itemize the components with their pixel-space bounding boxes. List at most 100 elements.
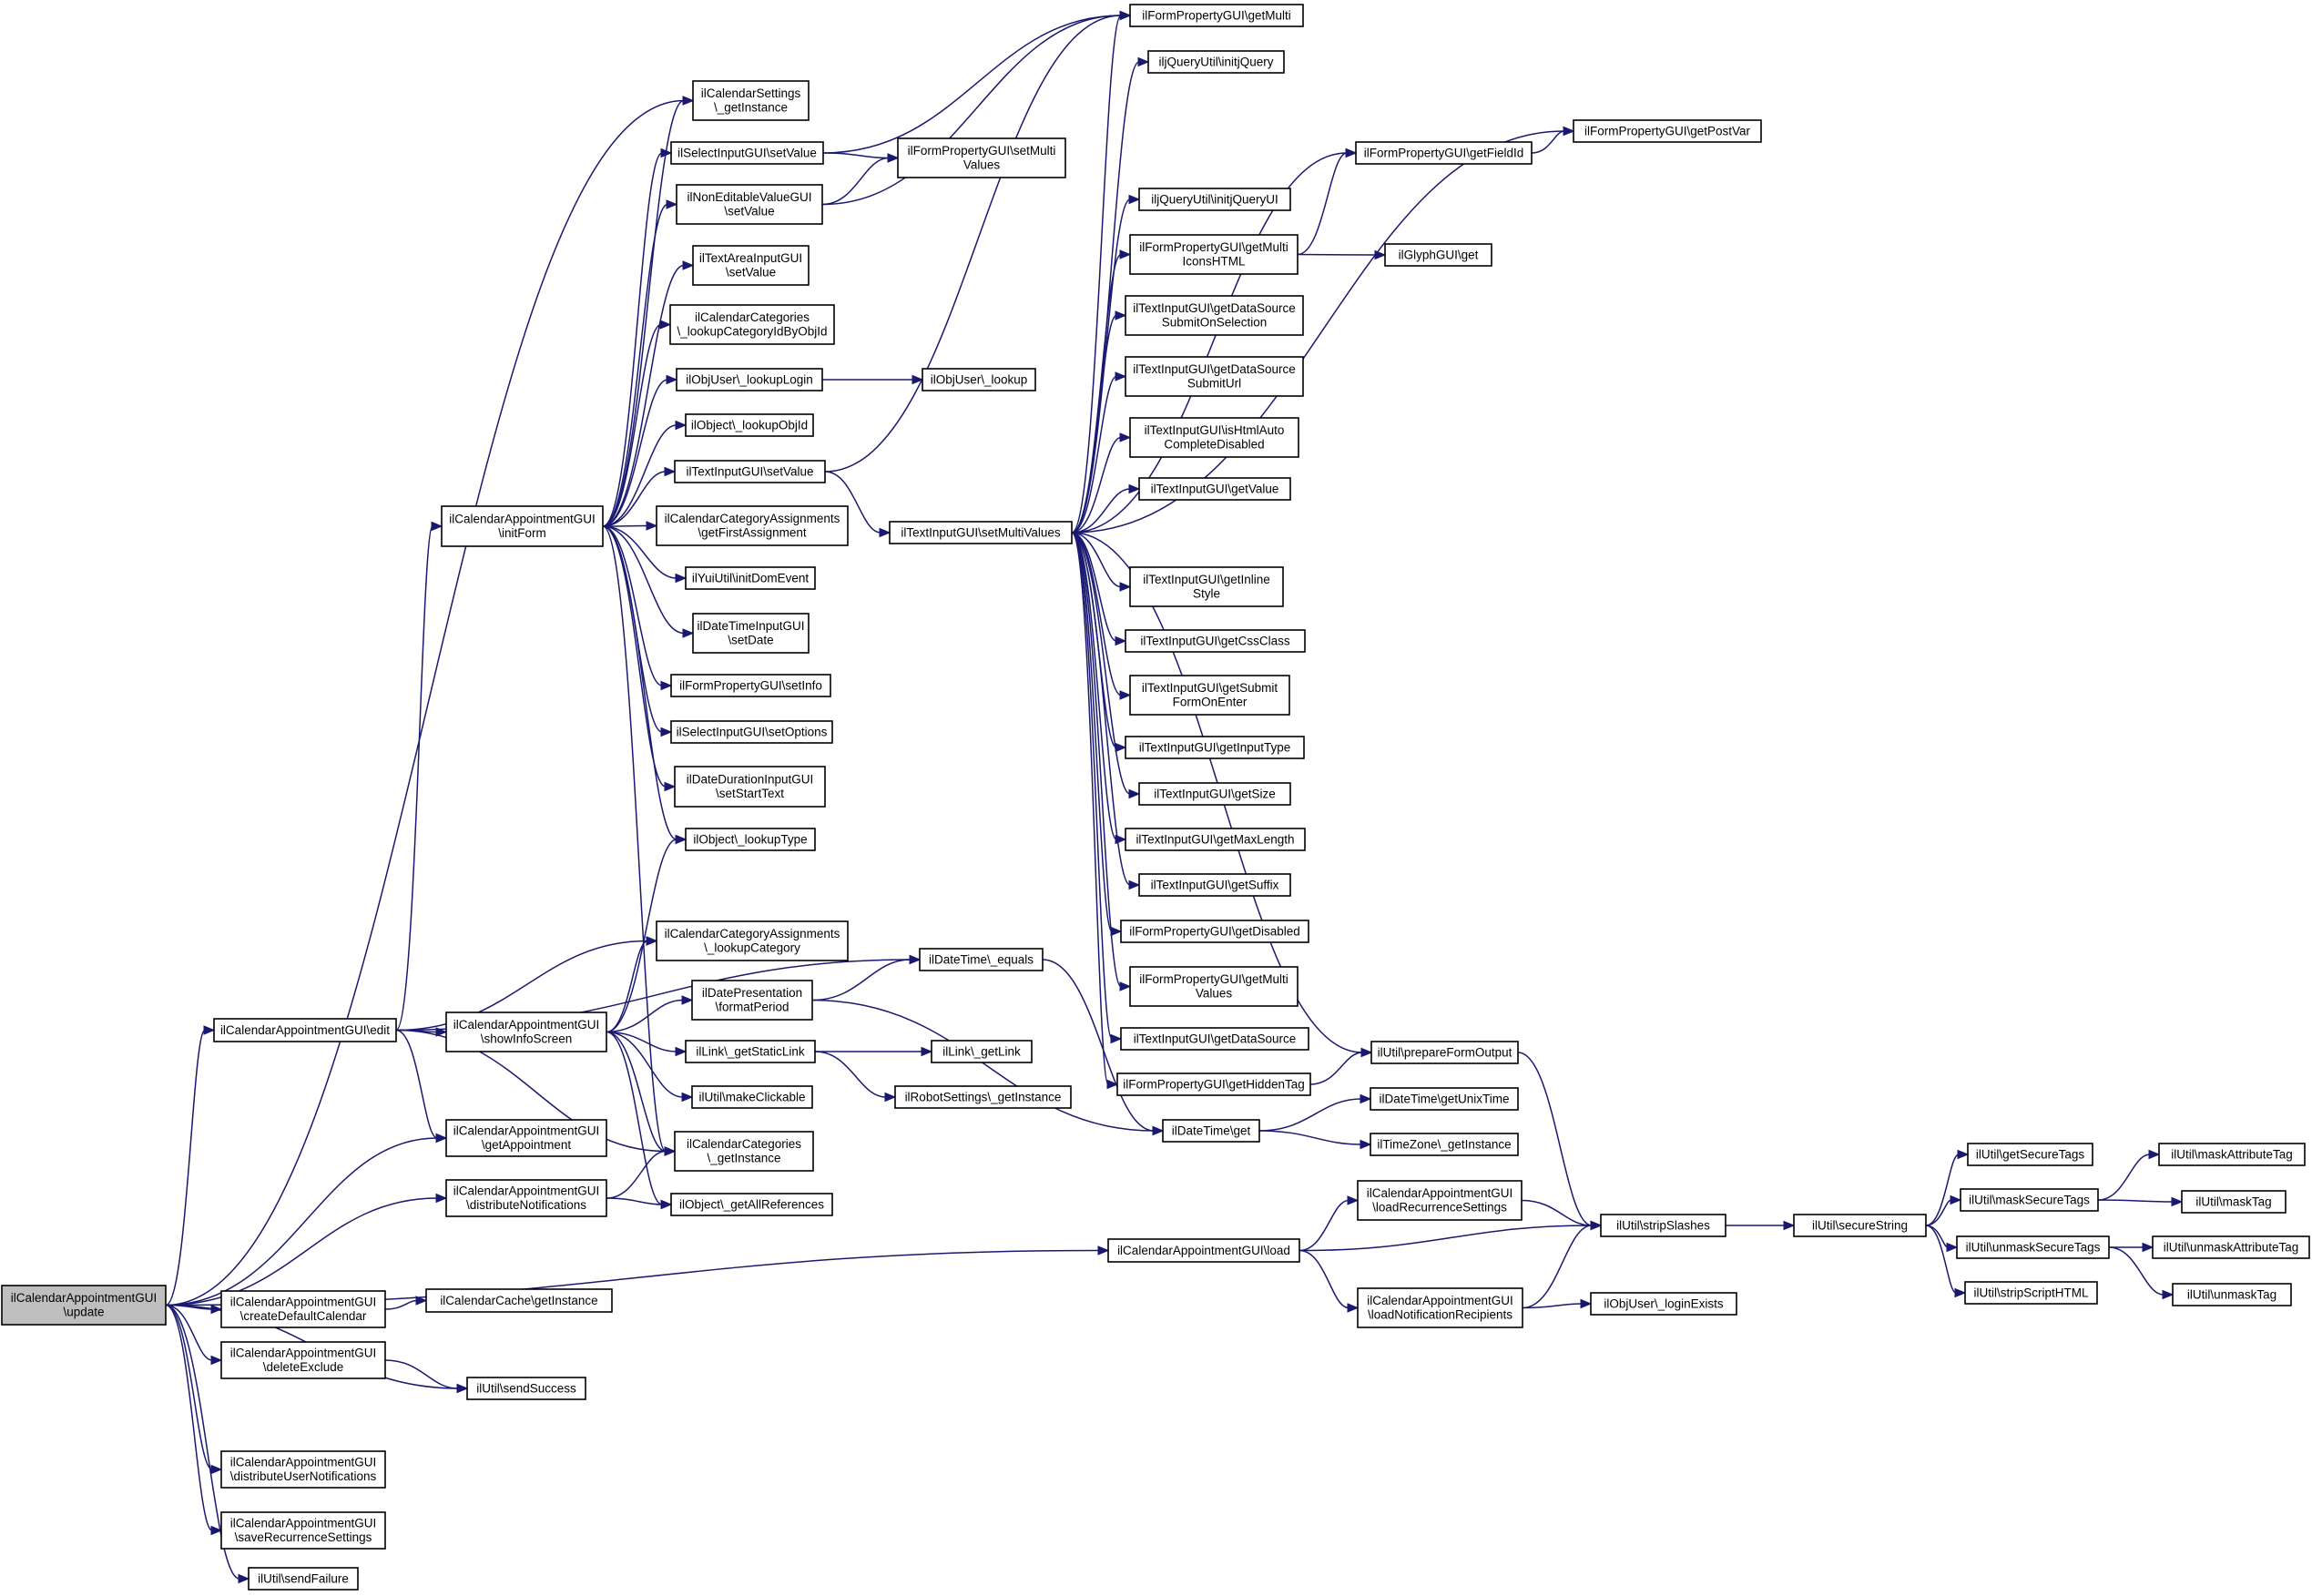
- node-robot-settings[interactable]: ilRobotSettings\_getInstance: [894, 1085, 1072, 1109]
- node-mask-attribute-tag[interactable]: ilUtil\maskAttributeTag: [2158, 1143, 2306, 1166]
- node-get-link[interactable]: ilLink\_getLink: [931, 1040, 1033, 1063]
- node-secure-string[interactable]: ilUtil\secureString: [1793, 1214, 1927, 1237]
- node-get-disabled[interactable]: ilFormPropertyGUI\getDisabled: [1120, 920, 1309, 943]
- node-label: \createDefaultCalendar: [240, 1309, 367, 1323]
- node-cat-lookup-by-id[interactable]: ilCalendarCategories\_lookupCategoryIdBy…: [669, 304, 835, 345]
- node-format-period[interactable]: ilDatePresentation\formatPeriod: [691, 980, 813, 1021]
- node-cal-cache-get-instance[interactable]: ilCalendarCache\getInstance: [425, 1288, 613, 1313]
- node-get-multi[interactable]: ilFormPropertyGUI\getMulti: [1129, 4, 1304, 27]
- node-strip-slashes[interactable]: ilUtil\stripSlashes: [1600, 1214, 1726, 1237]
- node-is-html-auto[interactable]: ilTextInputGUI\isHtmlAutoCompleteDisable…: [1129, 417, 1299, 458]
- node-create-default-calendar[interactable]: ilCalendarAppointmentGUI\createDefaultCa…: [220, 1290, 386, 1328]
- node-set-multi-values[interactable]: ilTextInputGUI\setMultiValues: [889, 521, 1073, 544]
- node-box: [1120, 920, 1309, 943]
- node-dt-equals[interactable]: ilDateTime\_equals: [919, 948, 1044, 971]
- node-unmask-attribute-tag[interactable]: ilUtil\unmaskAttributeTag: [2152, 1235, 2310, 1259]
- node-login-exists[interactable]: ilObjUser\_loginExists: [1590, 1292, 1737, 1316]
- node-prepare-form-output[interactable]: ilUtil\prepareFormOutput: [1370, 1041, 1519, 1064]
- node-show-info-screen[interactable]: ilCalendarAppointmentGUI\showInfoScreen: [445, 1011, 607, 1052]
- node-save-recurrence-settings[interactable]: ilCalendarAppointmentGUI\saveRecurrenceS…: [220, 1511, 386, 1550]
- node-dt-get[interactable]: ilDateTime\get: [1162, 1119, 1260, 1143]
- node-distribute-notifications[interactable]: ilCalendarAppointmentGUI\distributeNotif…: [445, 1179, 607, 1217]
- node-get-field-id[interactable]: ilFormPropertyGUI\getFieldId: [1355, 141, 1533, 165]
- arrowhead: [884, 1092, 897, 1103]
- node-mask-secure-tags[interactable]: ilUtil\maskSecureTags: [1960, 1188, 2099, 1212]
- node-label: ilCalendarCategories: [687, 1137, 801, 1151]
- node-send-success[interactable]: ilUtil\sendSuccess: [466, 1377, 586, 1400]
- node-get-appointment[interactable]: ilCalendarAppointmentGUI\getAppointment: [445, 1119, 607, 1157]
- node-ds-submit-on-sel[interactable]: ilTextInputGUI\getDataSourceSubmitOnSele…: [1125, 295, 1304, 336]
- node-mask-tag[interactable]: ilUtil\maskTag: [2181, 1190, 2287, 1214]
- node-box: [2152, 1235, 2310, 1259]
- node-box: [692, 613, 810, 654]
- node-get-unix-time[interactable]: ilDateTime\getUnixTime: [1370, 1087, 1519, 1111]
- node-non-edit-set-value[interactable]: ilNonEditableValueGUI\setValue: [676, 184, 823, 225]
- node-box: [1967, 1143, 2093, 1166]
- node-make-clickable[interactable]: ilUtil\makeClickable: [691, 1085, 813, 1109]
- node-dt-set-date[interactable]: ilDateTimeInputGUI\setDate: [692, 613, 810, 654]
- node-set-multi-values-form[interactable]: ilFormPropertyGUI\setMultiValues: [897, 137, 1066, 178]
- node-tz-get-instance[interactable]: ilTimeZone\_getInstance: [1370, 1133, 1519, 1156]
- node-initj-query[interactable]: iljQueryUtil\initjQuery: [1147, 50, 1285, 74]
- node-box: [1964, 1281, 2098, 1305]
- node-set-start-text[interactable]: ilDateDurationInputGUI\setStartText: [674, 766, 826, 808]
- edge-update-to-delete-exclude: [165, 1304, 213, 1361]
- node-get-value[interactable]: ilTextInputGUI\getValue: [1138, 477, 1291, 501]
- node-label: \distributeUserNotifications: [230, 1469, 377, 1483]
- node-set-options[interactable]: ilSelectInputGUI\setOptions: [670, 720, 833, 744]
- node-lookup-category[interactable]: ilCalendarCategoryAssignments\_lookupCat…: [656, 920, 849, 961]
- node-update[interactable]: ilCalendarAppointmentGUI\update: [1, 1285, 167, 1326]
- node-init-form[interactable]: ilCalendarAppointmentGUI\initForm: [441, 505, 604, 547]
- arrowhead: [1119, 690, 1132, 700]
- node-set-info[interactable]: ilFormPropertyGUI\setInfo: [670, 674, 831, 697]
- arrowhead: [1360, 1093, 1372, 1104]
- node-lookup-type[interactable]: ilObject\_lookupType: [685, 828, 816, 851]
- node-distribute-user-notifications[interactable]: ilCalendarAppointmentGUI\distributeUserN…: [220, 1450, 386, 1489]
- node-label: FormOnEnter: [1173, 696, 1248, 709]
- node-strip-script-html[interactable]: ilUtil\stripScriptHTML: [1964, 1281, 2098, 1305]
- node-label: ilCalendarCategoryAssignments: [665, 512, 840, 525]
- node-label: ilCalendarAppointmentGUI: [230, 1347, 377, 1360]
- node-get-hidden-tag[interactable]: ilFormPropertyGUI\getHiddenTag: [1116, 1072, 1311, 1096]
- node-send-failure[interactable]: ilUtil\sendFailure: [248, 1567, 359, 1591]
- node-get-post-var[interactable]: ilFormPropertyGUI\getPostVar: [1573, 119, 1762, 143]
- node-cat-get-instance[interactable]: ilCalendarCategories\_getInstance: [674, 1131, 814, 1172]
- node-unmask-tag[interactable]: ilUtil\unmaskTag: [2172, 1283, 2292, 1306]
- node-get-input-type[interactable]: ilTextInputGUI\getInputType: [1125, 736, 1305, 759]
- node-edit[interactable]: ilCalendarAppointmentGUI\edit: [213, 1018, 397, 1042]
- node-lookup-obj-id[interactable]: ilObject\_lookupObjId: [685, 413, 814, 437]
- node-unmask-secure-tags[interactable]: ilUtil\unmaskSecureTags: [1956, 1235, 2110, 1259]
- node-glyph-get[interactable]: ilGlyphGUI\get: [1384, 243, 1492, 267]
- edge-set-multi-values-to-get-value: [1071, 488, 1131, 534]
- node-get-first-assignment[interactable]: ilCalendarCategoryAssignments\getFirstAs…: [656, 505, 849, 546]
- node-text-area-set-value[interactable]: ilTextAreaInputGUI\setValue: [692, 245, 810, 286]
- node-get-all-references[interactable]: ilObject\_getAllReferences: [670, 1193, 833, 1216]
- node-lookup[interactable]: ilObjUser\_lookup: [922, 368, 1036, 391]
- edge-init-form-to-sel-set-value: [602, 152, 663, 527]
- node-label: ilGlyphGUI\get: [1399, 248, 1479, 261]
- node-initj-query-ui[interactable]: iljQueryUtil\initjQueryUI: [1138, 188, 1291, 211]
- node-get-suffix[interactable]: ilTextInputGUI\getSuffix: [1138, 873, 1291, 897]
- node-text-set-value[interactable]: ilTextInputGUI\setValue: [674, 460, 826, 483]
- node-load-recurrence[interactable]: ilCalendarAppointmentGUI\loadRecurrenceS…: [1357, 1180, 1523, 1221]
- node-get-secure-tags[interactable]: ilUtil\getSecureTags: [1967, 1143, 2093, 1166]
- node-get-size[interactable]: ilTextInputGUI\getSize: [1138, 782, 1291, 806]
- node-get-max-length[interactable]: ilTextInputGUI\getMaxLength: [1125, 828, 1306, 851]
- node-load-notif-recipients[interactable]: ilCalendarAppointmentGUI\loadNotificatio…: [1357, 1287, 1523, 1328]
- node-delete-exclude[interactable]: ilCalendarAppointmentGUI\deleteExclude: [220, 1341, 386, 1379]
- node-label: ilCalendarAppointmentGUI: [230, 1296, 377, 1309]
- node-get-css-class[interactable]: ilTextInputGUI\getCssClass: [1125, 629, 1306, 653]
- node-lookup-login[interactable]: ilObjUser\_lookupLogin: [676, 368, 823, 391]
- node-cal-settings[interactable]: ilCalendarSettings\_getInstance: [692, 80, 810, 121]
- node-label: ilCalendarAppointmentGUI: [1367, 1294, 1513, 1307]
- node-get-static-link[interactable]: ilLink\_getStaticLink: [685, 1040, 816, 1063]
- node-load[interactable]: ilCalendarAppointmentGUI\load: [1107, 1238, 1300, 1263]
- node-sel-set-value[interactable]: ilSelectInputGUI\setValue: [670, 141, 824, 165]
- node-get-data-source[interactable]: ilTextInputGUI\getDataSource: [1120, 1027, 1309, 1051]
- node-init-dom-event[interactable]: ilYuiUtil\initDomEvent: [685, 566, 816, 590]
